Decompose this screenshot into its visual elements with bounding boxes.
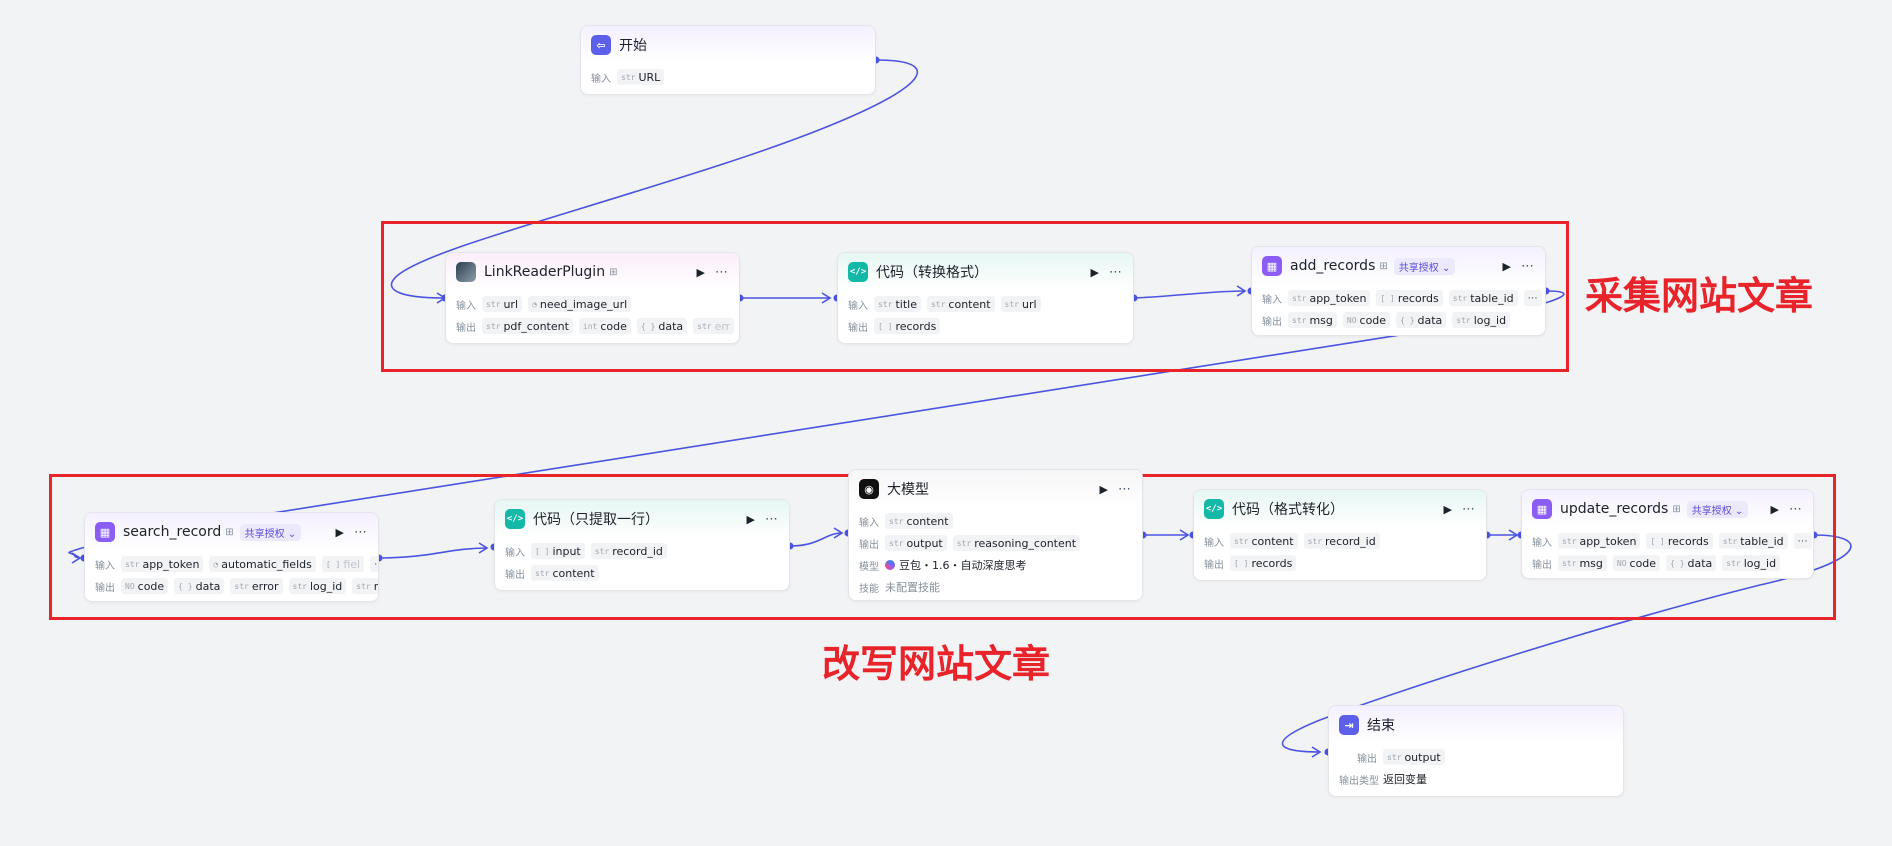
table-icon: ▦ — [95, 522, 115, 542]
more-icon[interactable]: ⋯ — [765, 511, 779, 527]
node-title: update_records — [1560, 501, 1669, 517]
run-icon[interactable]: ▶ — [696, 265, 705, 279]
node-title: 代码（转换格式） — [876, 265, 988, 281]
code-icon: </> — [1204, 499, 1224, 519]
run-icon[interactable]: ▶ — [335, 525, 344, 539]
skill-value: 未配置技能 — [885, 581, 940, 594]
run-icon[interactable]: ▶ — [1443, 502, 1452, 516]
run-icon[interactable]: ▶ — [1770, 502, 1779, 516]
output-row: 输出 [ ]records — [1194, 554, 1486, 572]
node-title: LinkReaderPlugin — [484, 264, 606, 280]
model-name: 豆包・1.6・自动深度思考 — [899, 559, 1027, 572]
doubao-logo-icon — [885, 560, 895, 570]
more-icon[interactable]: ⋯ — [354, 524, 368, 540]
node-title: 代码（格式转化） — [1232, 502, 1344, 518]
node-title: search_record — [123, 524, 222, 540]
table-icon: ▦ — [1532, 499, 1552, 519]
run-icon[interactable]: ▶ — [746, 512, 755, 526]
model-row: 模型 豆包・1.6・自动深度思考 — [859, 559, 1027, 573]
more-params-icon[interactable]: ⋯ — [1523, 290, 1542, 306]
node-title: 结束 — [1367, 718, 1395, 734]
label-rewrite: 改写网站文章 — [822, 642, 1051, 686]
plugin-avatar-icon — [456, 262, 476, 282]
table-icon: ▦ — [1262, 256, 1282, 276]
more-icon[interactable]: ⋯ — [715, 264, 729, 280]
plugin-badge-icon: ⊞ — [225, 526, 234, 538]
output-type-value: 返回变量 — [1383, 773, 1427, 786]
more-icon[interactable]: ⋯ — [1118, 481, 1132, 497]
plugin-badge-icon: ⊞ — [1672, 503, 1681, 515]
node-title: 大模型 — [887, 482, 929, 498]
frame-collect — [381, 221, 1569, 372]
label-collect: 采集网站文章 — [1585, 274, 1814, 318]
run-icon[interactable]: ▶ — [1502, 259, 1511, 273]
run-icon[interactable]: ▶ — [1090, 265, 1099, 279]
more-icon[interactable]: ⋯ — [1521, 258, 1535, 274]
output-type-row: 输出类型 返回变量 — [1339, 773, 1427, 787]
node-title: 代码（只提取一行） — [533, 512, 659, 528]
end-icon: ⇥ — [1339, 715, 1359, 735]
more-icon[interactable]: ⋯ — [1462, 501, 1476, 517]
node-title: add_records — [1290, 258, 1376, 274]
more-icon[interactable]: ⋯ — [1789, 501, 1803, 517]
share-auth-badge[interactable]: 共享授权 ⌄ — [1393, 257, 1456, 275]
more-icon[interactable]: ⋯ — [1109, 264, 1123, 280]
plugin-badge-icon: ⊞ — [1379, 260, 1388, 272]
node-title: 开始 — [619, 38, 647, 54]
share-auth-badge[interactable]: 共享授权 ⌄ — [239, 523, 302, 541]
run-icon[interactable]: ▶ — [1099, 482, 1108, 496]
code-icon: </> — [505, 509, 525, 529]
code-icon: </> — [848, 262, 868, 282]
skill-row: 技能 未配置技能 — [859, 581, 940, 595]
more-params-icon[interactable]: ⋯ — [1793, 533, 1812, 549]
more-params-icon[interactable]: ⋯ — [370, 556, 378, 572]
llm-icon: ◉ — [859, 479, 879, 499]
start-icon: ⇦ — [591, 35, 611, 55]
share-auth-badge[interactable]: 共享授权 ⌄ — [1686, 500, 1749, 518]
output-row: 输出 [ ]records — [838, 317, 1133, 335]
plugin-badge-icon: ⊞ — [609, 266, 618, 278]
